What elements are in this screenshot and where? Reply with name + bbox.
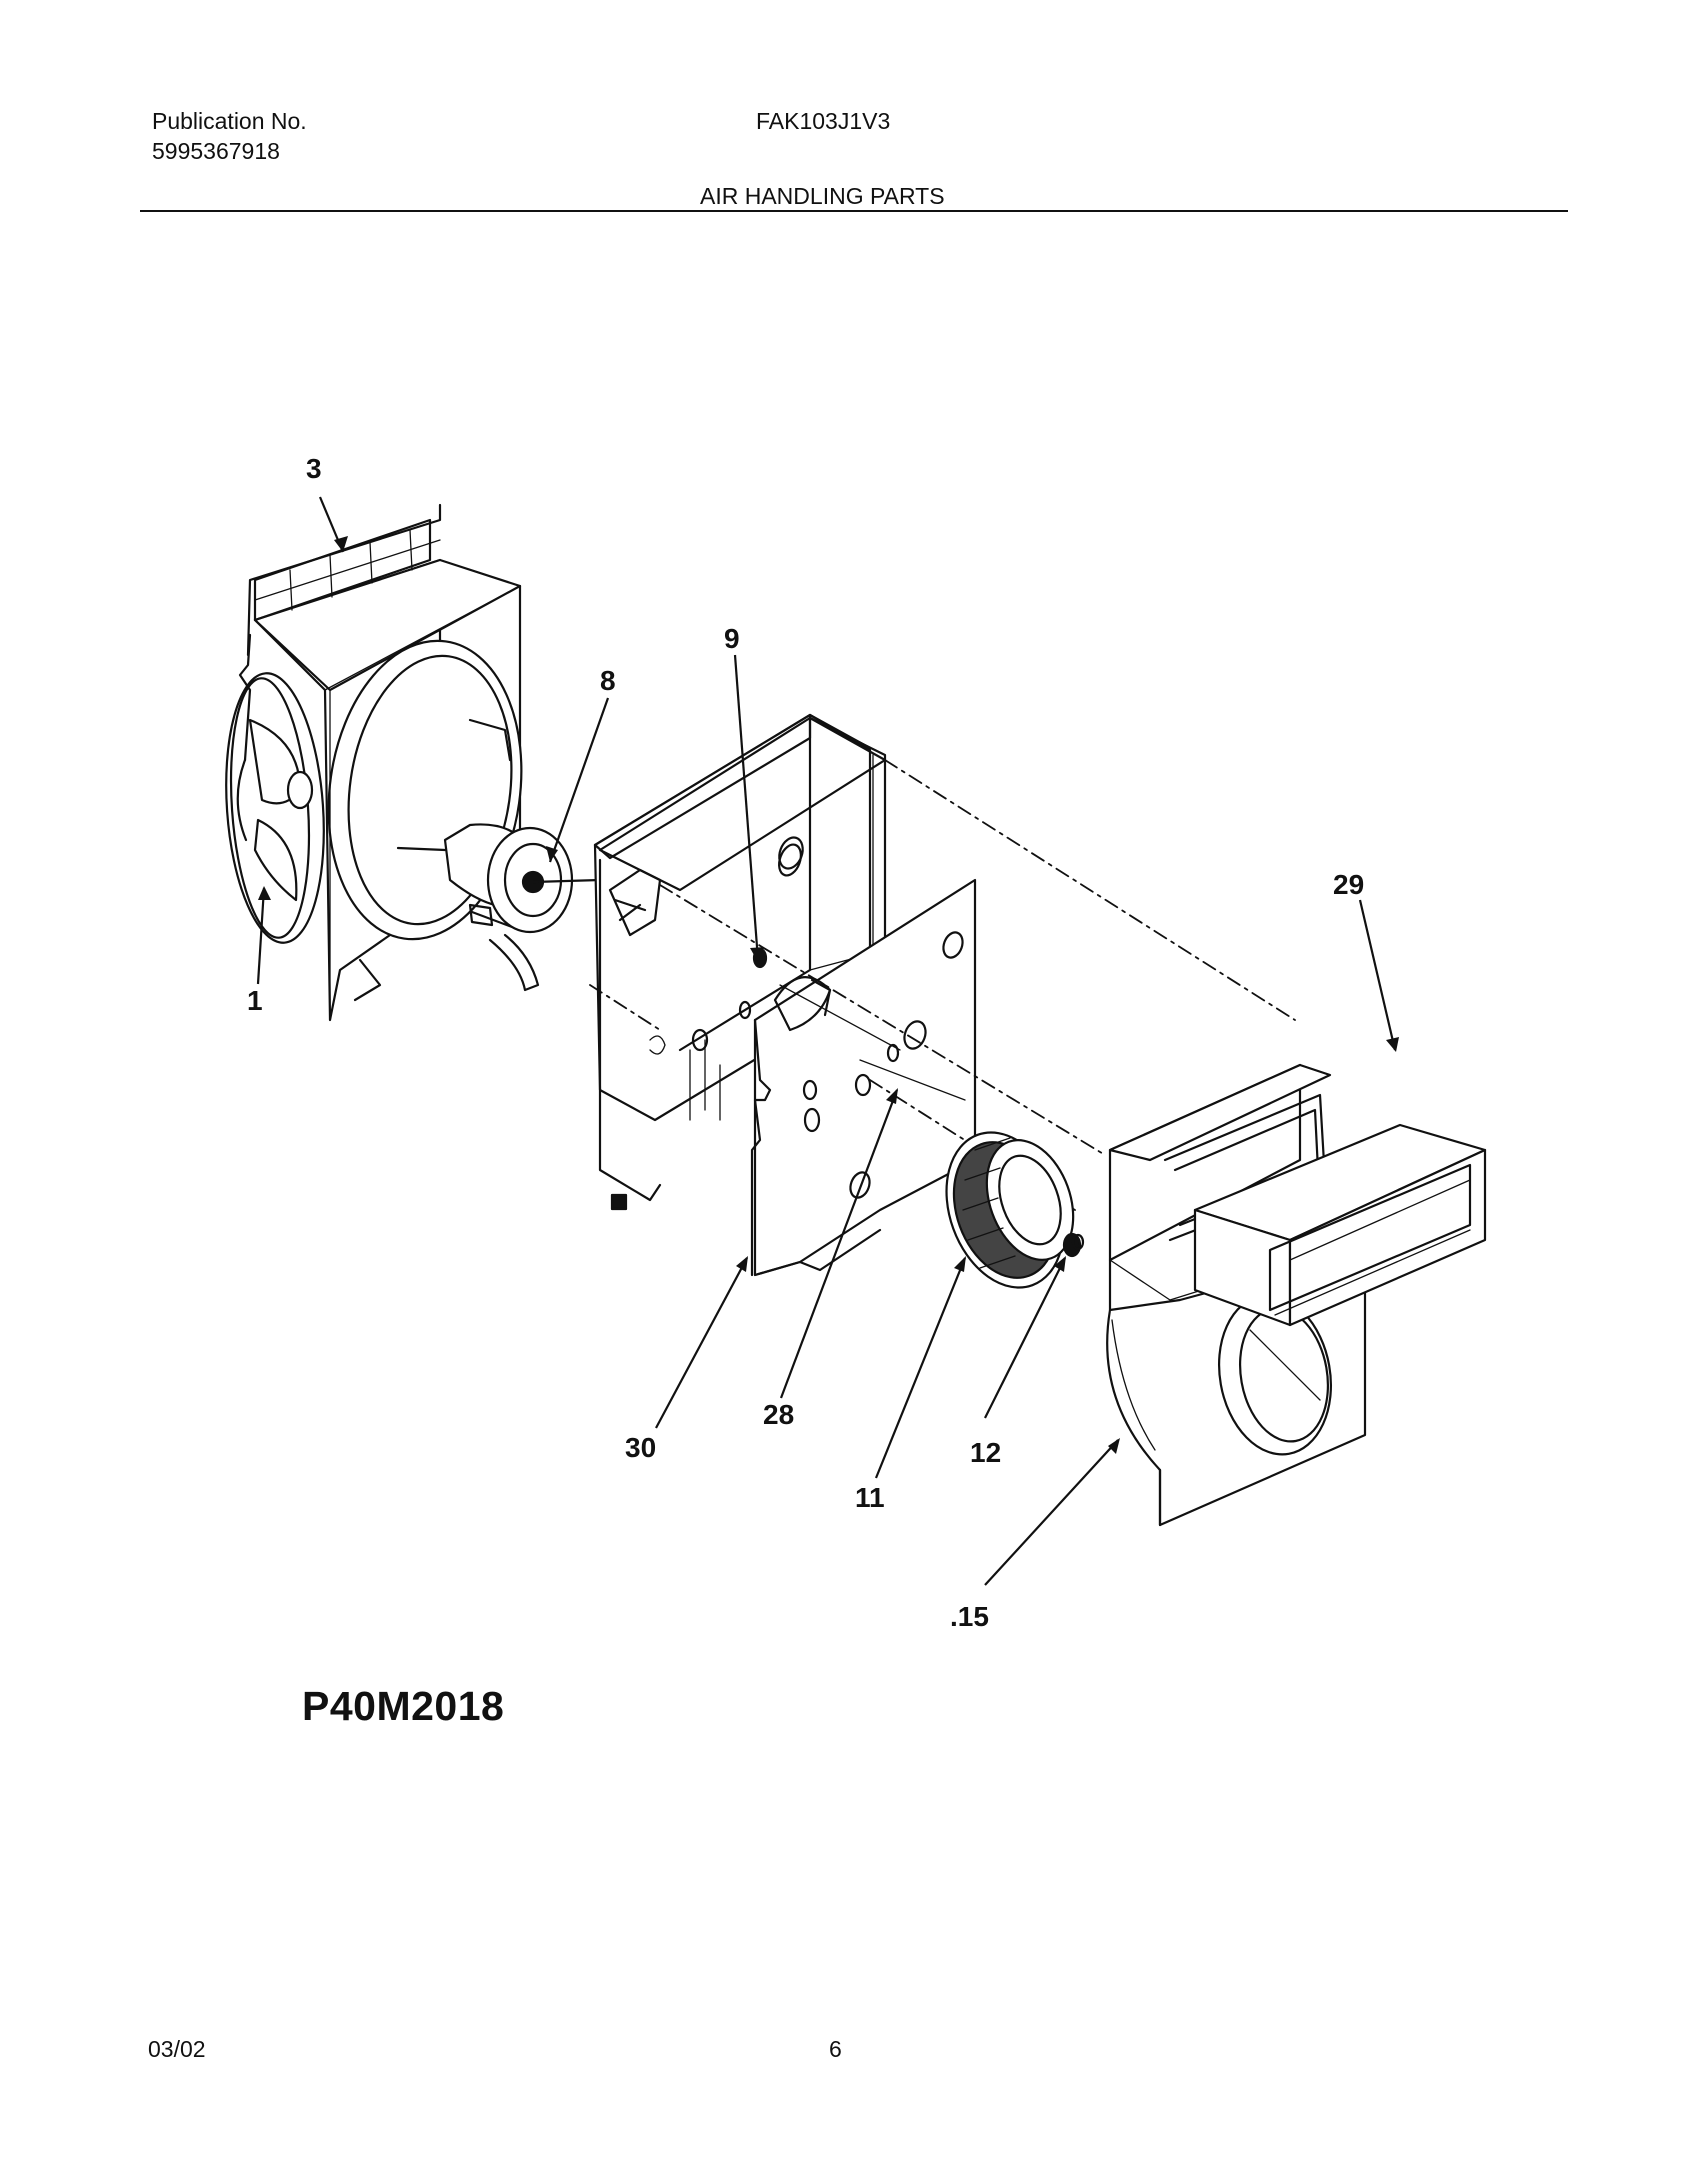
callout-15: .15 [950, 1601, 989, 1632]
footer-page-number: 6 [829, 2036, 842, 2062]
scroll-panel [750, 878, 977, 1277]
footer-date: 03/02 [148, 2036, 206, 2062]
leader-lines [256, 496, 1399, 1586]
diagram-code: P40M2018 [302, 1683, 505, 1729]
blower-wheel-clamp [1062, 1232, 1085, 1258]
model-number: FAK103J1V3 [756, 108, 891, 134]
publication-label: Publication No. [152, 108, 307, 134]
callout-11: 11 [855, 1482, 885, 1513]
callout-30: 30 [625, 1432, 656, 1463]
callout-12: 12 [970, 1437, 1001, 1468]
blower-wheel [945, 1131, 1075, 1289]
air-discharge-duct [1193, 1123, 1487, 1327]
callout-3: 3 [306, 453, 322, 484]
header-rule [140, 210, 1568, 212]
callout-29: 29 [1333, 869, 1364, 900]
callout-8: 8 [600, 665, 616, 696]
condenser-fan-blade [225, 672, 325, 944]
callout-1: 1 [247, 985, 263, 1016]
callout-28: 28 [763, 1399, 794, 1430]
section-title: AIR HANDLING PARTS [700, 183, 945, 209]
publication-number: 5995367918 [152, 138, 280, 164]
callout-9: 9 [724, 623, 740, 654]
